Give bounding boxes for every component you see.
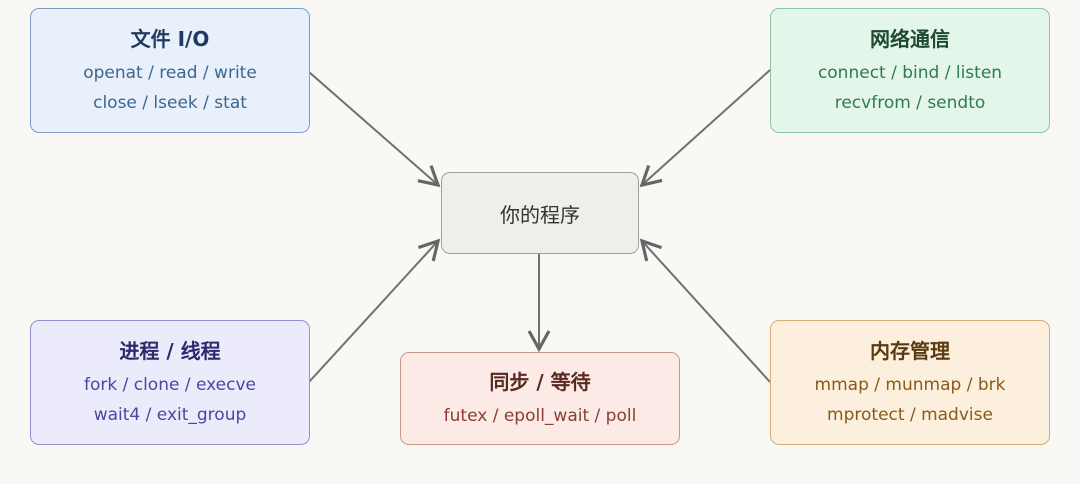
node-line: connect / bind / listen <box>817 63 1003 83</box>
arrow-net-to-program <box>639 69 771 188</box>
node-file-io: 文件 I/O openat / read / write close / lse… <box>30 8 310 133</box>
node-line: futex / epoll_wait / poll <box>443 406 637 426</box>
node-line: mprotect / madvise <box>827 405 993 425</box>
node-network: 网络通信 connect / bind / listen recvfrom / … <box>770 8 1050 133</box>
arrow-mem-to-program <box>639 238 771 383</box>
node-line: recvfrom / sendto <box>834 93 986 113</box>
node-line: fork / clone / execve <box>83 375 257 395</box>
node-sync: 同步 / 等待 futex / epoll_wait / poll <box>400 352 680 445</box>
node-line: openat / read / write <box>83 63 257 83</box>
node-title: 进程 / 线程 <box>119 339 221 363</box>
node-title: 内存管理 <box>870 339 950 363</box>
node-line: wait4 / exit_group <box>93 405 247 425</box>
node-line: mmap / munmap / brk <box>814 375 1006 395</box>
program-label: 你的程序 <box>500 202 580 227</box>
arrow-file-to-program <box>308 71 441 188</box>
node-program: 你的程序 <box>441 172 639 254</box>
arrow-proc-to-program <box>308 238 441 383</box>
node-title: 网络通信 <box>870 27 950 51</box>
node-title: 文件 I/O <box>130 27 210 51</box>
node-process: 进程 / 线程 fork / clone / execve wait4 / ex… <box>30 320 310 445</box>
node-line: close / lseek / stat <box>93 93 247 113</box>
node-memory: 内存管理 mmap / munmap / brk mprotect / madv… <box>770 320 1050 445</box>
node-title: 同步 / 等待 <box>489 370 591 394</box>
